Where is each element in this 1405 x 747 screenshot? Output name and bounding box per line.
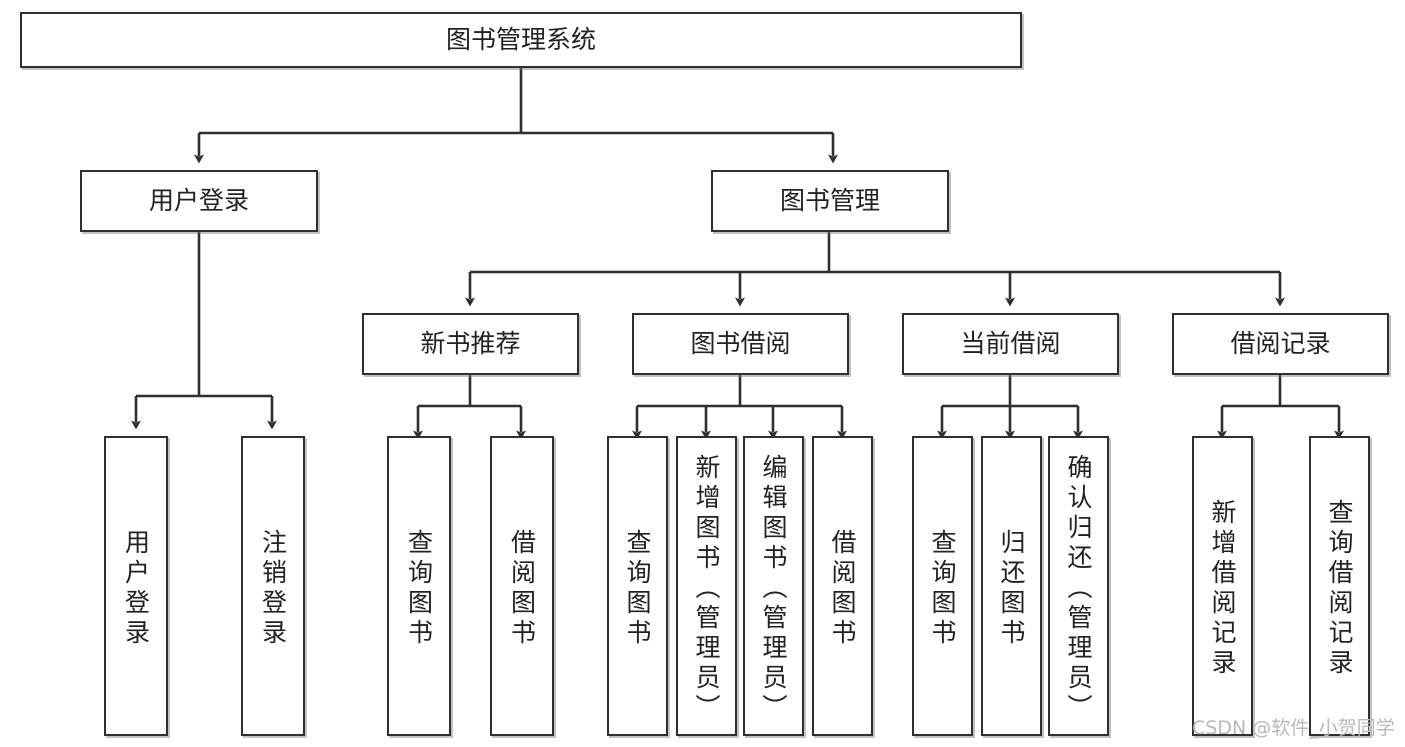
node-leaf-add-book-admin[interactable]: 新增图书（管理员） [676, 436, 737, 736]
node-current-borrow[interactable]: 当前借阅 [902, 313, 1119, 375]
vert-wrap: 用户登录 [106, 444, 166, 734]
node-label: 新增图书（管理员） [692, 454, 721, 724]
node-label: 查询图书 [404, 529, 434, 649]
node-leaf-query-book-borrow[interactable]: 查询图书 [607, 436, 668, 736]
node-user-login[interactable]: 用户登录 [80, 170, 318, 232]
vert-wrap: 借阅图书 [492, 444, 552, 734]
node-label: 用户登录 [121, 529, 151, 649]
node-book-management[interactable]: 图书管理 [711, 170, 949, 232]
node-leaf-user-login[interactable]: 用户登录 [104, 436, 168, 736]
node-leaf-query-borrow-record[interactable]: 查询借阅记录 [1309, 436, 1370, 736]
node-label: 查询图书 [928, 529, 957, 649]
vert-wrap: 归还图书 [983, 444, 1040, 734]
node-label: 编辑图书（管理员） [759, 454, 788, 724]
node-new-book-recommend[interactable]: 新书推荐 [362, 313, 579, 375]
node-leaf-query-book-current[interactable]: 查询图书 [912, 436, 973, 736]
node-label: 借阅图书 [828, 529, 857, 649]
node-leaf-edit-book-admin[interactable]: 编辑图书（管理员） [743, 436, 804, 736]
node-label: 新书推荐 [420, 328, 521, 358]
vert-wrap: 查询图书 [389, 444, 449, 734]
node-label: 图书管理系统 [445, 24, 596, 54]
vert-wrap: 查询借阅记录 [1311, 444, 1368, 734]
node-label: 查询图书 [623, 529, 652, 649]
node-label: 当前借阅 [960, 328, 1061, 358]
node-leaf-borrow-book[interactable]: 借阅图书 [812, 436, 873, 736]
node-label: 借阅图书 [507, 529, 537, 649]
watermark-text: CSDN @软件_小贺同学 [1192, 717, 1395, 739]
node-book-borrow[interactable]: 图书借阅 [632, 313, 849, 375]
vert-wrap: 确认归还（管理员） [1050, 444, 1107, 734]
node-leaf-add-borrow-record[interactable]: 新增借阅记录 [1192, 436, 1253, 736]
node-label: 新增借阅记录 [1208, 499, 1237, 679]
node-book-management-system[interactable]: 图书管理系统 [20, 12, 1022, 68]
node-label: 归还图书 [997, 529, 1026, 649]
node-leaf-return-book[interactable]: 归还图书 [981, 436, 1042, 736]
node-label: 确认归还（管理员） [1064, 454, 1093, 724]
node-label: 图书管理 [779, 185, 880, 215]
node-label: 注销登录 [258, 529, 288, 649]
node-label: 图书借阅 [690, 328, 791, 358]
vert-wrap: 注销登录 [243, 444, 303, 734]
node-leaf-logout[interactable]: 注销登录 [241, 436, 305, 736]
node-leaf-query-book-recommend[interactable]: 查询图书 [387, 436, 451, 736]
node-label: 借阅记录 [1230, 328, 1331, 358]
vert-wrap: 查询图书 [609, 444, 666, 734]
node-label: 用户登录 [148, 185, 249, 215]
vert-wrap: 新增借阅记录 [1194, 444, 1251, 734]
vert-wrap: 新增图书（管理员） [678, 444, 735, 734]
node-borrow-record[interactable]: 借阅记录 [1172, 313, 1389, 375]
node-label: 查询借阅记录 [1325, 499, 1354, 679]
vert-wrap: 借阅图书 [814, 444, 871, 734]
node-leaf-confirm-return-admin[interactable]: 确认归还（管理员） [1048, 436, 1109, 736]
vert-wrap: 编辑图书（管理员） [745, 444, 802, 734]
node-leaf-borrow-book-recommend[interactable]: 借阅图书 [490, 436, 554, 736]
vert-wrap: 查询图书 [914, 444, 971, 734]
